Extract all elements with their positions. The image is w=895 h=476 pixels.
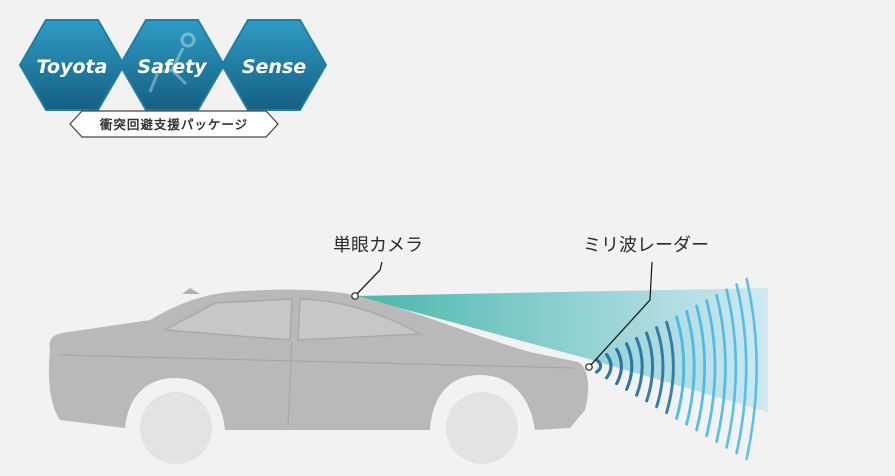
- radar-arc: [645, 331, 655, 403]
- radar-arc: [745, 277, 758, 461]
- toyota-safety-sense-logo: Toyota Safety Sense 衝突回避支援パッケージ: [18, 19, 328, 138]
- radar-arc: [665, 320, 675, 415]
- radar-arc: [675, 315, 686, 420]
- radar-arc: [695, 304, 706, 432]
- logo-word-safety: Safety: [137, 56, 208, 78]
- logo-word-sense: Sense: [242, 56, 306, 78]
- camera-position-marker: [351, 292, 359, 300]
- radar-label: ミリ波レーダー: [583, 235, 709, 256]
- radar-wave-arcs: [595, 277, 758, 461]
- radar-callout: ミリ波レーダー: [583, 235, 709, 371]
- radar-arc: [735, 283, 748, 455]
- radar-position-marker: [585, 363, 593, 371]
- seated-person-icon: [148, 32, 196, 93]
- logo-hex-sense: Sense: [220, 19, 328, 111]
- camera-label: 単眼カメラ: [333, 235, 423, 256]
- radar-arc: [655, 326, 665, 409]
- logo-subtitle-banner: 衝突回避支援パッケージ: [69, 110, 279, 138]
- logo-subtitle: 衝突回避支援パッケージ: [99, 117, 248, 132]
- radar-arc: [595, 358, 603, 374]
- radar-arc: [725, 288, 738, 449]
- radar-arc: [625, 342, 634, 391]
- radar-arc: [615, 347, 623, 386]
- camera-callout: 単眼カメラ: [333, 235, 423, 300]
- radar-arc: [635, 336, 644, 397]
- radar-arc: [705, 299, 717, 438]
- radar-arc: [685, 309, 696, 426]
- radar-arc: [605, 353, 613, 380]
- logo-hex-toyota: Toyota: [18, 19, 126, 111]
- camera-field-of-view: [355, 288, 768, 412]
- logo-word-toyota: Toyota: [37, 56, 108, 78]
- radar-arc: [715, 293, 727, 443]
- car-silhouette: [48, 288, 589, 472]
- logo-hex-safety: Safety: [118, 19, 226, 111]
